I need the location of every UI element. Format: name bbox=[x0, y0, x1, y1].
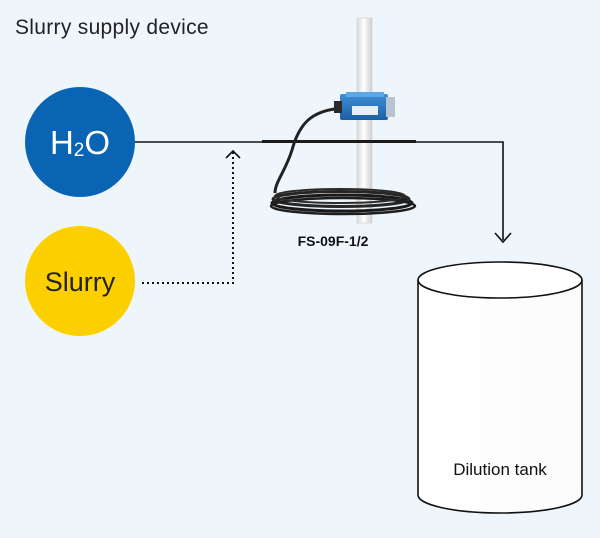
slurry-source: Slurry bbox=[25, 226, 135, 336]
flow-sensor-icon bbox=[262, 17, 417, 224]
water-circle bbox=[25, 87, 135, 197]
water-flow-line bbox=[135, 141, 504, 240]
water-source: H2O bbox=[25, 87, 135, 197]
slurry-circle bbox=[25, 226, 135, 336]
slurry-label: Slurry bbox=[45, 267, 116, 297]
page-title: Slurry supply device bbox=[15, 16, 209, 39]
tank-label: Dilution tank bbox=[453, 460, 547, 479]
water-label: H2O bbox=[50, 124, 110, 161]
tank-arrow-icon bbox=[494, 232, 512, 244]
dilution-tank: Dilution tank bbox=[417, 261, 583, 514]
slurry-flow-line bbox=[142, 152, 234, 284]
vertical-pipe bbox=[356, 17, 373, 224]
sensor-pipe-segment bbox=[262, 140, 416, 143]
sensor-model-label: FS-09F-1/2 bbox=[298, 233, 369, 249]
slurry-arrow-icon bbox=[225, 149, 241, 159]
